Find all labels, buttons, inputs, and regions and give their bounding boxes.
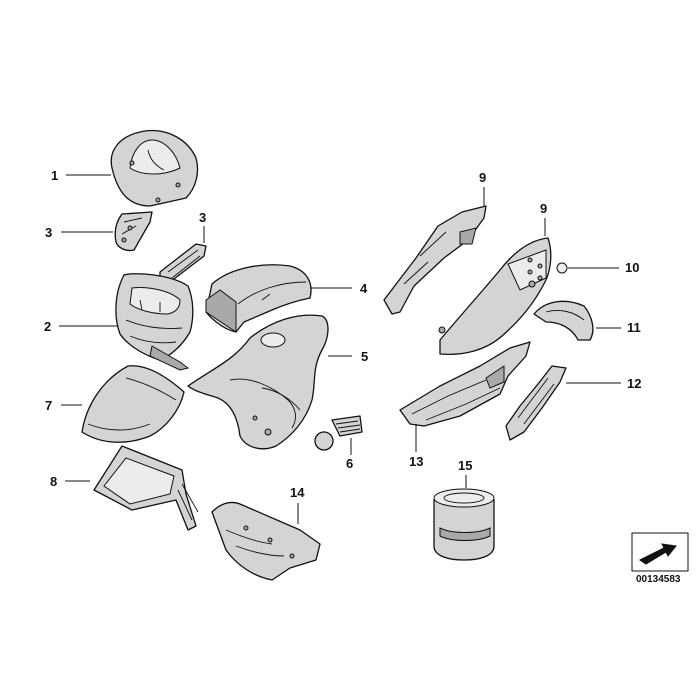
callout-2: 2 xyxy=(44,319,117,334)
callout-3b: 3 xyxy=(199,210,206,243)
callout-6-label: 6 xyxy=(346,456,353,471)
callout-11: 11 xyxy=(596,320,641,335)
part-10-grommet[interactable] xyxy=(556,262,568,274)
part-13-frame-cover[interactable] xyxy=(399,341,531,427)
callout-8: 8 xyxy=(50,474,90,489)
part-5-side-panel[interactable] xyxy=(187,314,329,450)
part-4-top-cover[interactable] xyxy=(205,264,312,333)
callout-8-label: 8 xyxy=(50,474,57,489)
part-14-belly-pan[interactable] xyxy=(211,501,321,581)
part-2-front-fairing[interactable] xyxy=(115,273,194,371)
callout-3b-label: 3 xyxy=(199,210,206,225)
callout-14-label: 14 xyxy=(290,485,305,500)
part-9-trim-upper[interactable] xyxy=(383,205,487,315)
callout-5: 5 xyxy=(328,349,368,364)
callout-9a: 9 xyxy=(479,170,486,206)
callout-14: 14 xyxy=(290,485,305,524)
part-1-windscreen[interactable] xyxy=(110,129,199,207)
callout-4-label: 4 xyxy=(360,281,368,296)
callout-3a-label: 3 xyxy=(45,225,52,240)
callout-10: 10 xyxy=(568,260,639,275)
part-9-rear-side-panel[interactable] xyxy=(438,237,552,356)
reference-box: 00134583 xyxy=(631,532,689,585)
part-7-front-mudguard[interactable] xyxy=(81,365,185,443)
callout-12-label: 12 xyxy=(627,376,641,391)
callout-15-label: 15 xyxy=(458,458,472,473)
part-3-bracket-right[interactable] xyxy=(159,243,207,283)
part-8-inner-panel[interactable] xyxy=(93,445,199,531)
callout-7: 7 xyxy=(45,398,82,413)
callout-11-label: 11 xyxy=(627,320,641,335)
callout-13-label: 13 xyxy=(409,454,423,469)
part-15-tape-roll[interactable] xyxy=(433,488,495,561)
part-6-grille[interactable] xyxy=(314,415,363,451)
callout-6: 6 xyxy=(346,438,353,471)
callout-15: 15 xyxy=(458,458,472,488)
reference-number: 00134583 xyxy=(636,574,681,585)
part-12-rear-strip[interactable] xyxy=(505,365,567,441)
callout-9b: 9 xyxy=(540,201,547,236)
callout-2-label: 2 xyxy=(44,319,51,334)
callout-5-label: 5 xyxy=(361,349,368,364)
part-3-bracket-left[interactable] xyxy=(114,211,153,252)
callout-9b-label: 9 xyxy=(540,201,547,216)
callout-1: 1 xyxy=(51,168,111,183)
arrow-icon xyxy=(639,543,677,565)
callout-4: 4 xyxy=(310,281,368,296)
callout-9a-label: 9 xyxy=(479,170,486,185)
callout-12: 12 xyxy=(566,376,641,391)
callout-7-label: 7 xyxy=(45,398,52,413)
callout-3a: 3 xyxy=(45,225,113,240)
part-11-small-cover[interactable] xyxy=(533,300,594,341)
callout-10-label: 10 xyxy=(625,260,639,275)
callout-13: 13 xyxy=(409,424,423,469)
callout-1-label: 1 xyxy=(51,168,58,183)
